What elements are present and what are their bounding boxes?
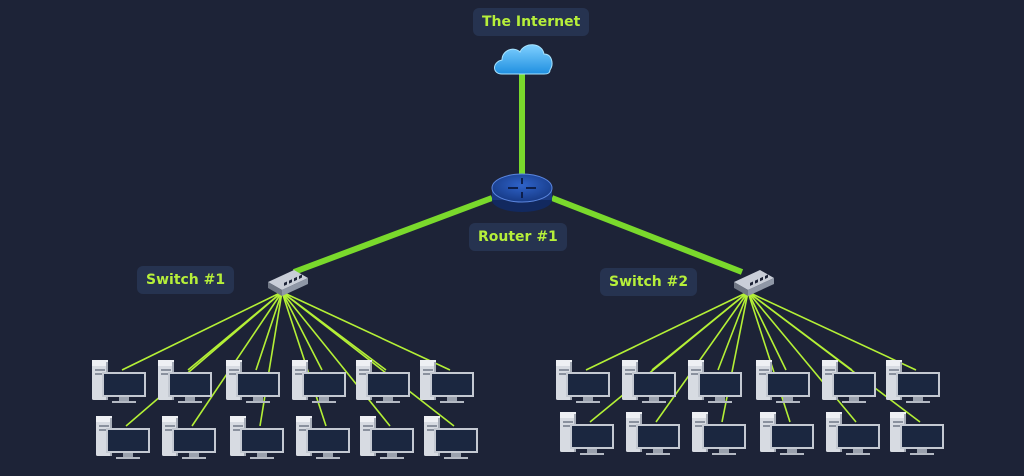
- drop-cables-switch2: [585, 291, 921, 423]
- computer-icon: [692, 412, 746, 455]
- drop-cable: [747, 291, 921, 423]
- drop-cable: [721, 291, 749, 423]
- computer-icon: [688, 360, 742, 403]
- computer-icon: [158, 360, 212, 403]
- link-router-switch2: [550, 195, 744, 275]
- computer-icon: [296, 416, 350, 459]
- computers-group-2: [556, 360, 944, 455]
- computer-icon: [92, 360, 146, 403]
- computer-icon: [826, 412, 880, 455]
- computer-icon: [162, 416, 216, 459]
- drop-cable: [121, 291, 283, 371]
- drop-cable: [125, 291, 283, 427]
- computer-icon: [760, 412, 814, 455]
- computer-icon: [890, 412, 944, 455]
- computer-icon: [560, 412, 614, 455]
- computer-icon: [756, 360, 810, 403]
- drop-cable: [191, 291, 283, 427]
- drop-cable: [589, 291, 749, 423]
- drop-cable: [281, 291, 391, 427]
- internet-label: The Internet: [473, 8, 590, 36]
- drop-cable: [281, 291, 327, 427]
- drop-cable: [585, 291, 749, 371]
- computer-icon: [622, 360, 676, 403]
- computer-icon: [886, 360, 940, 403]
- drop-cable: [259, 291, 283, 427]
- drop-cable: [281, 291, 323, 371]
- router-label: Router #1: [469, 223, 567, 251]
- cloud-icon: [494, 44, 553, 75]
- drop-cables-switch1: [121, 291, 455, 427]
- drop-cable: [281, 291, 451, 371]
- computer-icon: [556, 360, 610, 403]
- drop-cable: [747, 291, 857, 423]
- link-router-switch1: [292, 195, 494, 275]
- computer-icon: [292, 360, 346, 403]
- computer-icon: [360, 416, 414, 459]
- computer-icon: [822, 360, 876, 403]
- switch-icon: [734, 270, 774, 296]
- computer-icon: [626, 412, 680, 455]
- drop-cable: [717, 291, 749, 371]
- computers-group-1: [92, 360, 478, 459]
- drop-cable: [747, 291, 787, 371]
- switch2-label: Switch #2: [600, 268, 698, 296]
- uplinks: [292, 72, 744, 275]
- computer-icon: [96, 416, 150, 459]
- computer-icon: [226, 360, 280, 403]
- router-icon: [491, 173, 553, 212]
- switch1-label: Switch #1: [137, 266, 235, 294]
- computer-icon: [424, 416, 478, 459]
- drop-cable: [747, 291, 917, 371]
- computer-icon: [356, 360, 410, 403]
- computer-icon: [230, 416, 284, 459]
- switch-icon: [268, 270, 308, 296]
- drop-cable: [255, 291, 283, 371]
- drop-cable: [281, 291, 455, 427]
- drop-cable: [655, 291, 749, 423]
- computer-icon: [420, 360, 474, 403]
